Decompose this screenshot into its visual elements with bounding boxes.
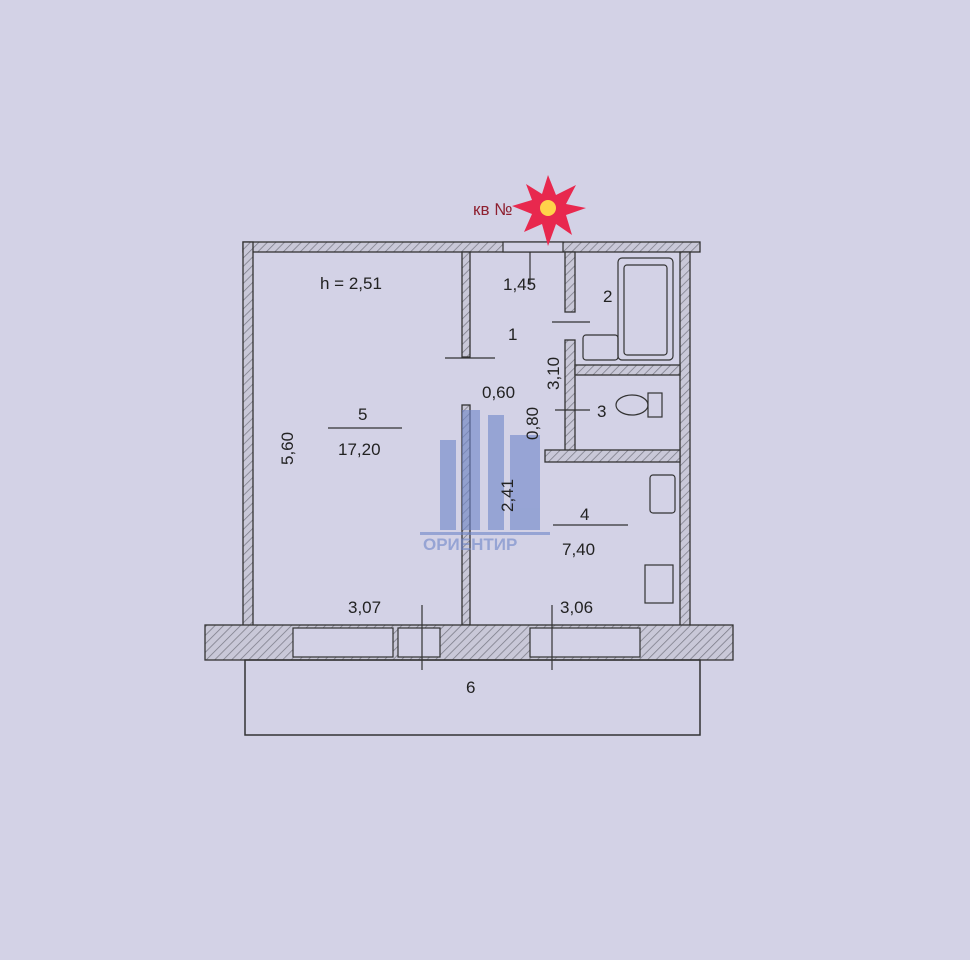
toilet-icon xyxy=(615,394,649,416)
room-5-dim-width: 3,07 xyxy=(348,598,381,617)
ceiling-height: h = 2,51 xyxy=(320,274,382,293)
bathtub xyxy=(617,257,674,361)
wall-left xyxy=(242,241,254,631)
wall-interior-1 xyxy=(461,251,471,358)
room-4-dim-width: 3,06 xyxy=(560,598,593,617)
wall-bath-2 xyxy=(564,339,576,461)
window-1 xyxy=(292,627,394,658)
room-4-area: 7,40 xyxy=(562,540,595,559)
wall-bath-toilet xyxy=(574,364,681,376)
wall-bottom xyxy=(204,624,734,661)
room-6-number: 6 xyxy=(466,678,475,697)
room-5-area: 17,20 xyxy=(338,440,381,459)
kitchen-sink xyxy=(649,474,676,514)
room-2-number: 2 xyxy=(603,287,612,306)
wall-bath xyxy=(564,251,576,313)
room-1-dim-080: 0,80 xyxy=(523,407,542,440)
watermark-logo: ОРИЕНТИР xyxy=(420,410,550,554)
room-4-dim-length: 2,41 xyxy=(498,479,517,512)
bath-sink xyxy=(582,334,619,361)
window-2 xyxy=(529,627,641,658)
room-3-number: 3 xyxy=(597,402,606,421)
room-4-number: 4 xyxy=(580,505,589,524)
room-1-dim-width: 1,45 xyxy=(503,275,536,294)
wall-top xyxy=(242,241,701,253)
entrance-door xyxy=(502,241,564,253)
wall-kitchen xyxy=(544,449,681,463)
stove-icon xyxy=(644,564,674,604)
watermark-text: ОРИЕНТИР xyxy=(423,535,517,554)
doorway xyxy=(397,627,441,658)
wall-right xyxy=(679,251,691,631)
apartment-label: кв № xyxy=(473,200,512,219)
balcony xyxy=(244,659,701,736)
room-1-dim-length: 3,10 xyxy=(544,357,563,390)
room-5-number: 5 xyxy=(358,405,367,424)
room-1-dim-060: 0,60 xyxy=(482,383,515,402)
room-1-number: 1 xyxy=(508,325,517,344)
room-5-dim-length: 5,60 xyxy=(278,432,297,465)
